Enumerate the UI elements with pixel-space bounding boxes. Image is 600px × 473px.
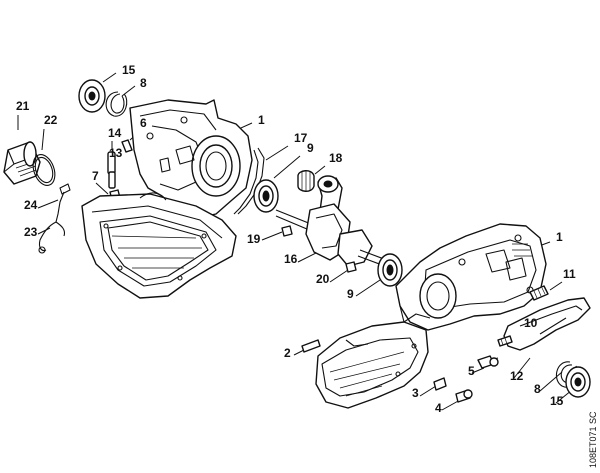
- callout-c20: 20: [316, 272, 330, 286]
- callout-c16: 16: [284, 252, 298, 266]
- part-21-intake-cap: [3, 141, 41, 185]
- part-6-pin: [121, 139, 133, 153]
- callout-c22: 22: [44, 113, 58, 127]
- callout-c18: 18: [329, 151, 343, 165]
- callout-c1b: 1: [556, 230, 563, 244]
- part-9-bearing-lower: [377, 253, 403, 287]
- part-10-screw: [497, 335, 513, 347]
- callout-c15a: 15: [122, 63, 136, 77]
- callout-c1a: 1: [258, 113, 265, 127]
- part-13-stud: [108, 171, 116, 189]
- callout-c9b: 9: [347, 287, 354, 301]
- callout-c6: 6: [140, 116, 147, 130]
- part-2-pin: [301, 339, 321, 353]
- part-24-clip: [55, 183, 71, 223]
- part-3-dowel: [433, 377, 447, 391]
- callout-c12: 12: [510, 369, 524, 383]
- part-11-stud: [529, 285, 549, 301]
- part-20-key: [345, 261, 357, 273]
- part-23-wire: [38, 221, 66, 254]
- part-15-seal-lower: [565, 366, 591, 398]
- part-1-crankcase-left: [81, 99, 253, 299]
- part-12-cover: [503, 297, 591, 351]
- part-19-key: [281, 225, 293, 237]
- part-15-seal-top: [78, 79, 106, 113]
- callout-c13: 13: [109, 146, 123, 160]
- callout-c19: 19: [247, 232, 261, 246]
- callout-c21: 21: [16, 99, 30, 113]
- callout-c2: 2: [284, 346, 291, 360]
- callout-c11: 11: [563, 267, 576, 281]
- callout-c14: 14: [108, 126, 122, 140]
- part-18-needle-cage: [297, 170, 315, 192]
- part-16-crankshaft: [275, 175, 393, 269]
- callout-c15b: 15: [550, 394, 564, 408]
- part-4-screw: [455, 389, 473, 403]
- part-8-circlip-top: [105, 91, 128, 117]
- callout-c9a: 9: [307, 141, 314, 155]
- callout-c4: 4: [435, 401, 442, 415]
- callout-c3: 3: [412, 386, 419, 400]
- callout-c8a: 8: [140, 76, 147, 90]
- callout-c24: 24: [24, 198, 38, 212]
- callout-c10: 10: [524, 316, 538, 330]
- part-5-screw: [477, 355, 499, 369]
- leader-lines: [17, 72, 573, 411]
- part-9-bearing-upper: [253, 179, 279, 213]
- drawing-code: 108ET071 SC: [588, 411, 598, 468]
- callout-c17: 17: [294, 131, 308, 145]
- callout-c8b: 8: [534, 382, 541, 396]
- callout-c5: 5: [468, 364, 475, 378]
- callout-c7: 7: [92, 169, 99, 183]
- part-22-o-ring: [32, 154, 56, 186]
- part-1-crankcase-right: [315, 223, 547, 409]
- callout-c23: 23: [24, 225, 38, 239]
